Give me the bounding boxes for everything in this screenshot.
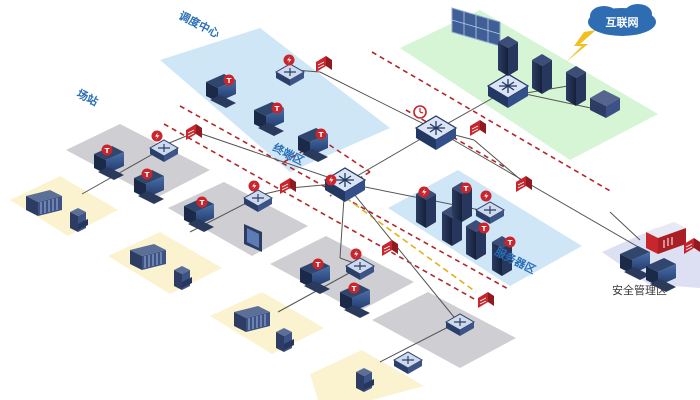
station-zone-3 — [270, 236, 414, 312]
station-zone-4 — [372, 292, 516, 368]
internet-zone — [400, 10, 658, 160]
security-mgmt-label: 安全管理区 — [612, 283, 667, 297]
upper-core-switch — [415, 115, 457, 151]
printer-icon — [590, 90, 620, 118]
field-zone-1 — [10, 176, 118, 236]
dispatch-zone — [160, 28, 390, 172]
server-icon — [498, 36, 518, 76]
cloud-icon: 互联网 — [588, 4, 656, 36]
security-mgmt-devices — [620, 222, 700, 292]
station-2-devices — [184, 177, 297, 252]
server-icon — [532, 54, 552, 94]
dispatch-center-label: 调度中心 — [177, 8, 223, 40]
monitor-icon — [244, 224, 262, 252]
server-icon — [566, 66, 586, 106]
yellow-dashed-link — [345, 197, 477, 293]
station-label: 场站 — [75, 86, 101, 108]
lightning-icon — [566, 30, 596, 62]
station-zone-1 — [66, 124, 210, 198]
security-device-icon — [646, 222, 686, 254]
audit-icon — [413, 105, 427, 119]
internet-label: 互联网 — [606, 15, 639, 29]
